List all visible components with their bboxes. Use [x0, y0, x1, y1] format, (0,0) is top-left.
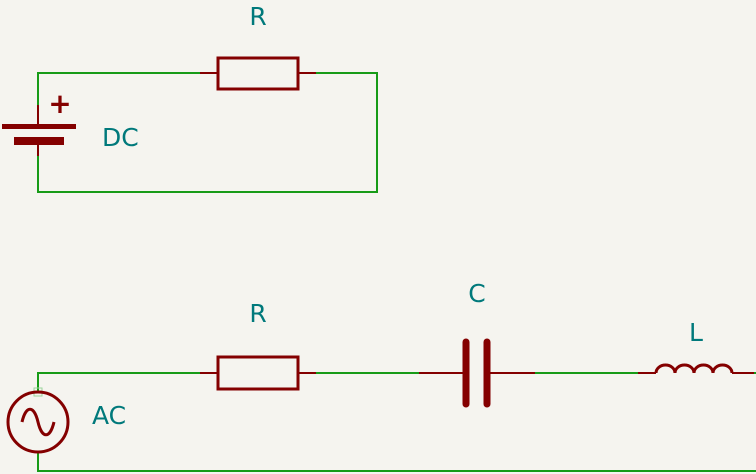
ac-resistor-body [216, 355, 300, 391]
ac-source-label: AC [92, 401, 126, 430]
ac-resistor [200, 355, 316, 391]
ac-capacitor-label: C [468, 279, 485, 308]
ac-inductor-label: L [689, 318, 703, 347]
ac-resistor-label: R [249, 299, 266, 328]
dc-battery: + [2, 87, 76, 156]
ac-circuit: AC R C L [6, 279, 756, 472]
ac-source-circle [6, 390, 70, 454]
dc-source-label: DC [102, 123, 139, 152]
inductor-coil [654, 363, 734, 374]
ac-wire-bottom [37, 451, 756, 472]
ac-source [6, 390, 70, 454]
ac-wire-source-to-resistor [37, 372, 201, 393]
dc-wire-top-left [37, 72, 201, 106]
dc-resistor [200, 56, 316, 91]
dc-circuit: + DC R [2, 2, 378, 193]
dc-wire-top-right [37, 72, 378, 193]
battery-negative-plate [14, 137, 64, 145]
battery-plus-sign: + [48, 87, 71, 120]
dc-resistor-label: R [249, 2, 266, 31]
ac-capacitor [419, 338, 535, 408]
sine-wave-icon [20, 407, 56, 437]
ac-inductor [638, 363, 754, 374]
battery-positive-plate [2, 124, 76, 129]
dc-resistor-body [216, 56, 300, 91]
